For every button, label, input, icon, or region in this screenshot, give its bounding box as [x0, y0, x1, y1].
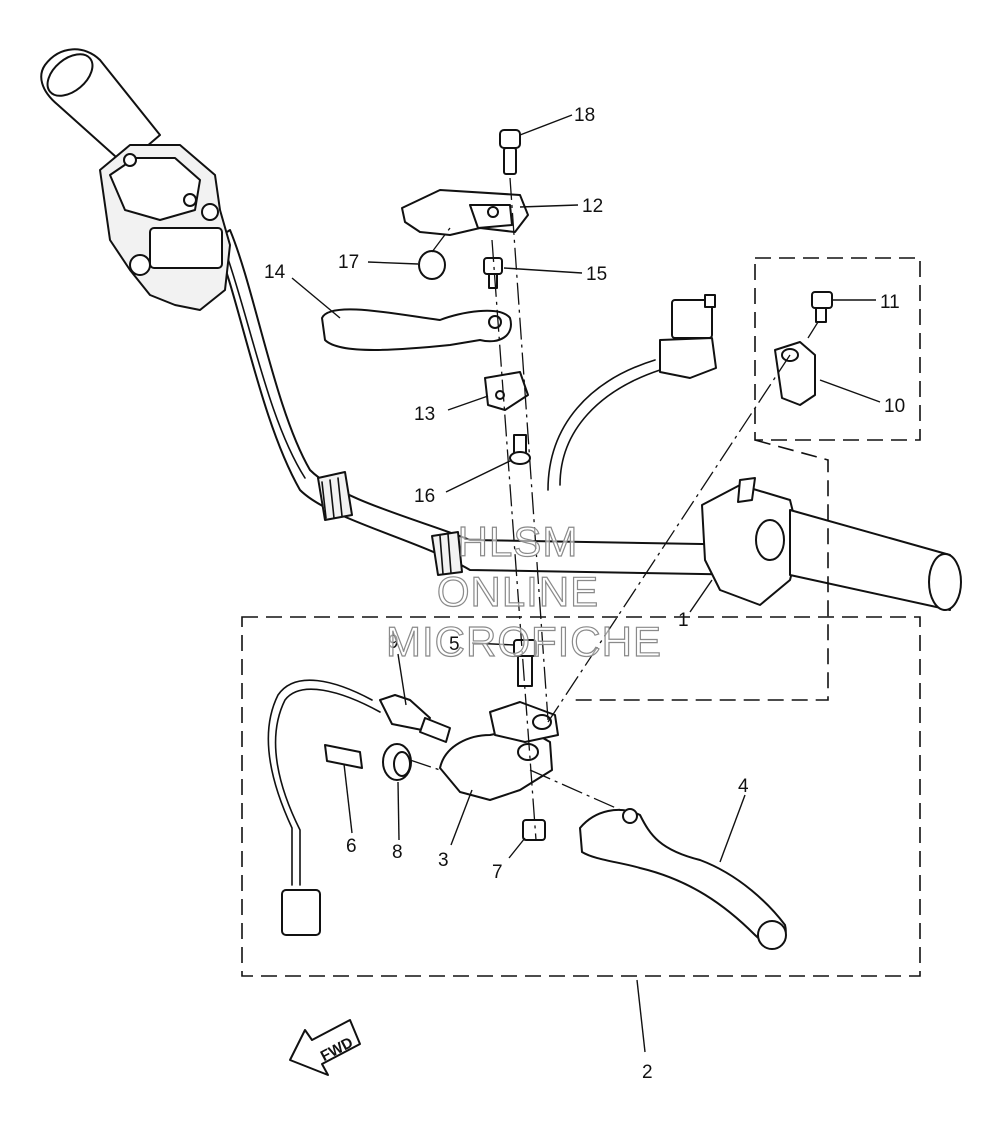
- switch-wiring: [547, 294, 717, 491]
- callout-3: 3: [438, 850, 449, 871]
- callout-12: 12: [582, 196, 603, 217]
- lever-bracket: [401, 189, 529, 236]
- callout-4: 4: [738, 776, 749, 797]
- bolt-5: [513, 639, 537, 687]
- leader-lines: [291, 114, 881, 1053]
- bolt-11: [811, 291, 833, 323]
- throttle-grip: [40, 48, 161, 166]
- callout-2: 2: [642, 1062, 653, 1083]
- watermark-line-1: HLSM: [458, 518, 579, 565]
- group-outlines: [241, 257, 921, 977]
- handlebar-switch: [701, 477, 962, 611]
- watermark-line-3: MICROFICHE: [386, 618, 662, 665]
- callout-17: 17: [338, 252, 359, 273]
- nut-7: [522, 819, 546, 841]
- clutch-lever: [579, 808, 787, 950]
- callout-7: 7: [492, 862, 503, 883]
- lever-holder: [439, 701, 559, 801]
- callout-6: 6: [346, 836, 357, 857]
- callout-18: 18: [574, 105, 595, 126]
- plate-13: [484, 371, 529, 411]
- callout-16: 16: [414, 486, 435, 507]
- callout-10: 10: [884, 396, 905, 417]
- callout-15: 15: [586, 264, 607, 285]
- watermark: HLSM ONLINE MICROFICHE: [385, 517, 662, 665]
- callout-9: 9: [388, 632, 399, 653]
- fwd-arrow-icon: FWD: [289, 1019, 361, 1076]
- brake-lever: [321, 308, 512, 351]
- callout-1: 1: [678, 610, 689, 631]
- screw-18: [499, 129, 521, 175]
- callout-8: 8: [392, 842, 403, 863]
- cap-17: [418, 250, 446, 280]
- callout-13: 13: [414, 404, 435, 425]
- screw-16: [509, 434, 531, 465]
- callout-11: 11: [880, 292, 900, 313]
- clamp-10: [774, 341, 816, 406]
- clutch-cable: [267, 679, 451, 936]
- adjuster-6: [324, 744, 363, 769]
- adjuster-8: [382, 743, 412, 781]
- callout-5: 5: [449, 634, 460, 655]
- callout-14: 14: [264, 262, 286, 283]
- watermark-line-2: ONLINE: [437, 568, 599, 615]
- bolt-15: [483, 257, 503, 289]
- callout-numbers: 1 2 3 4 5 6 7 8 9 10 11 12 13 14 15 16 1…: [264, 105, 905, 1083]
- master-cylinder: [99, 144, 231, 311]
